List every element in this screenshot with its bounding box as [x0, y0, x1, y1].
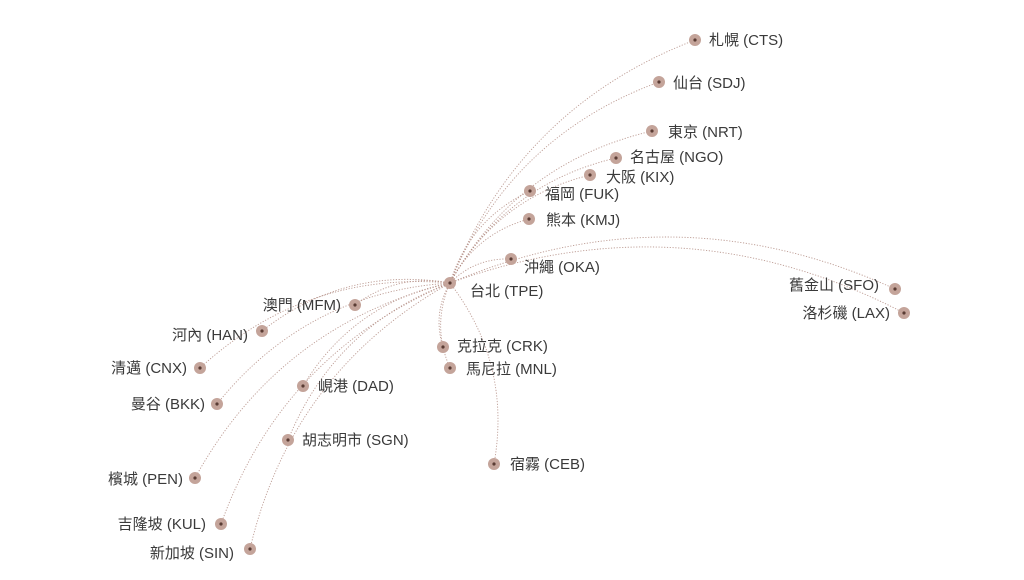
city-sgn-marker-center [286, 438, 290, 442]
city-kmj-marker-center [527, 217, 531, 221]
city-pen-marker-center [193, 476, 197, 480]
city-mnl-label: 馬尼拉 (MNL) [466, 361, 557, 378]
city-oka-label: 沖繩 (OKA) [524, 259, 600, 276]
city-ngo: 名古屋 (NGO) [610, 149, 723, 166]
city-mfm-marker-center [353, 303, 357, 307]
city-pen: 檳城 (PEN) [108, 471, 201, 488]
city-lax-label: 洛杉磯 (LAX) [802, 305, 890, 322]
city-ngo-marker-center [614, 156, 618, 160]
city-sfo-marker-center [893, 287, 897, 291]
city-fuk-marker-center [528, 189, 532, 193]
city-sgn: 胡志明市 (SGN) [282, 432, 409, 449]
city-sin-label: 新加坡 (SIN) [150, 545, 234, 562]
city-cts: 札幌 (CTS) [689, 32, 783, 49]
route-tpe-cnx [199, 281, 451, 369]
city-kul-label: 吉隆坡 (KUL) [118, 516, 206, 533]
city-mnl-marker-center [448, 366, 452, 370]
city-ceb-marker-center [492, 462, 496, 466]
city-lax-marker-center [902, 311, 906, 315]
city-fuk: 福岡 (FUK) [524, 185, 619, 203]
city-nrt: 東京 (NRT) [646, 124, 743, 141]
city-sin: 新加坡 (SIN) [150, 543, 256, 562]
city-mnl: 馬尼拉 (MNL) [444, 361, 557, 378]
city-cnx-marker-center [198, 366, 202, 370]
route-tpe-pen [194, 282, 451, 479]
route-tpe-crk [438, 282, 451, 348]
route-tpe-oka [449, 258, 512, 284]
city-han-label: 河內 (HAN) [172, 327, 248, 344]
city-mfm: 澳門 (MFM) [263, 297, 361, 314]
city-crk-marker-center [441, 345, 445, 349]
city-kul-marker-center [219, 522, 223, 526]
city-cts-marker-center [693, 38, 697, 42]
city-kix-marker-center [588, 173, 592, 177]
route-tpe-mnl [440, 282, 451, 369]
city-bkk: 曼谷 (BKK) [131, 396, 223, 413]
city-nodes: 札幌 (CTS) 仙台 (SDJ) 東京 (NRT) 名古屋 (NGO) 大阪 (KIX… [108, 32, 910, 562]
city-sin-marker-center [248, 547, 252, 551]
city-ngo-label: 名古屋 (NGO) [630, 149, 723, 166]
city-sdj-label: 仙台 (SDJ) [673, 75, 746, 92]
hub-tpe-marker-center [448, 281, 452, 285]
city-han-marker-center [260, 329, 264, 333]
city-dad-marker-center [301, 384, 305, 388]
route-tpe-ceb [449, 282, 499, 465]
city-cnx: 清邁 (CNX) [111, 360, 206, 377]
city-ceb-label: 宿霧 (CEB) [510, 456, 585, 473]
city-nrt-marker-center [650, 129, 654, 133]
city-oka: 沖繩 (OKA) [505, 253, 600, 276]
city-kmj: 熊本 (KMJ) [523, 212, 620, 229]
hub-tpe: 台北 (TPE) [444, 277, 543, 300]
city-kul: 吉隆坡 (KUL) [118, 516, 227, 533]
route-tpe-bkk [216, 282, 451, 405]
city-nrt-label: 東京 (NRT) [668, 124, 743, 141]
route-tpe-sgn [287, 282, 451, 441]
city-kix: 大阪 (KIX) [584, 169, 674, 186]
city-crk-label: 克拉克 (CRK) [457, 338, 548, 355]
city-sfo: 舊金山 (SFO) [789, 277, 901, 295]
city-han: 河內 (HAN) [172, 325, 268, 344]
route-tpe-fuk [449, 190, 531, 284]
route-tpe-kul [220, 282, 451, 525]
city-sdj: 仙台 (SDJ) [653, 75, 746, 92]
city-kix-label: 大阪 (KIX) [606, 169, 674, 186]
city-dad: 峴港 (DAD) [297, 378, 394, 395]
city-fuk-label: 福岡 (FUK) [545, 186, 619, 203]
city-sfo-label: 舊金山 (SFO) [789, 277, 879, 294]
route-tpe-sin [249, 282, 451, 550]
city-sdj-marker-center [657, 80, 661, 84]
route-tpe-ngo [449, 157, 617, 284]
route-tpe-kmj [449, 218, 530, 284]
city-ceb: 宿霧 (CEB) [488, 456, 585, 473]
city-cnx-label: 清邁 (CNX) [111, 360, 187, 377]
city-bkk-label: 曼谷 (BKK) [131, 396, 205, 413]
city-pen-label: 檳城 (PEN) [108, 471, 183, 488]
city-kmj-label: 熊本 (KMJ) [546, 212, 620, 229]
city-oka-marker-center [509, 257, 513, 261]
city-bkk-marker-center [215, 402, 219, 406]
city-crk: 克拉克 (CRK) [437, 338, 548, 355]
city-dad-label: 峴港 (DAD) [318, 378, 394, 395]
city-sgn-label: 胡志明市 (SGN) [302, 432, 409, 449]
city-mfm-label: 澳門 (MFM) [263, 297, 341, 314]
hub-tpe-label: 台北 (TPE) [470, 283, 543, 300]
route-tpe-sdj [449, 81, 660, 284]
route-tpe-han [261, 278, 451, 332]
city-cts-label: 札幌 (CTS) [709, 32, 783, 49]
city-lax: 洛杉磯 (LAX) [802, 305, 910, 322]
